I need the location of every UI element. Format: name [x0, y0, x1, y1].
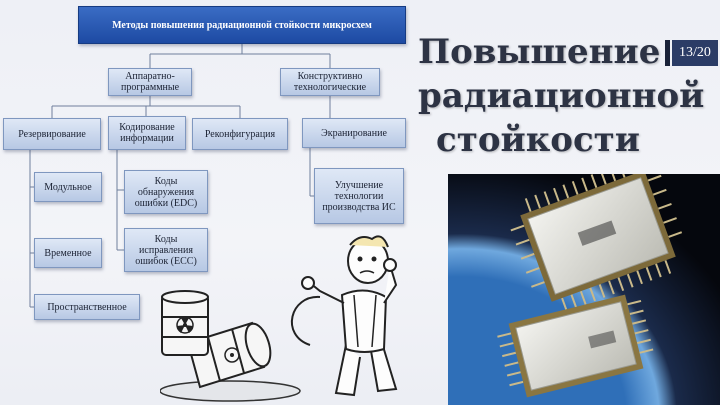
- node-coding: Кодирование информации: [108, 116, 186, 150]
- node-modular: Модульное: [34, 172, 102, 202]
- page-marker-bar: [665, 40, 670, 66]
- branch-hw-sw: Аппаратно-программные: [108, 68, 192, 96]
- slide-title: Повышение радиационной стойкости: [418, 30, 658, 162]
- node-tech: Улучшение технологии производства ИС: [314, 168, 404, 224]
- page-number: 13/20: [672, 40, 718, 66]
- node-temporal: Временное: [34, 238, 102, 268]
- diagram-root: Методы повышения радиационной стойкости …: [78, 6, 406, 44]
- cartoon-man-illustration: [160, 225, 420, 405]
- node-spatial: Пространственное: [34, 294, 140, 320]
- node-shielding: Экранирование: [302, 118, 406, 148]
- microchips-photo: [448, 174, 720, 405]
- node-edc: Коды обнаружения ошибки (EDC): [124, 170, 208, 214]
- node-redundancy: Резервирование: [3, 118, 101, 150]
- branch-constructive: Конструктивно технологические: [280, 68, 380, 96]
- node-reconfig: Реконфигурация: [192, 118, 288, 150]
